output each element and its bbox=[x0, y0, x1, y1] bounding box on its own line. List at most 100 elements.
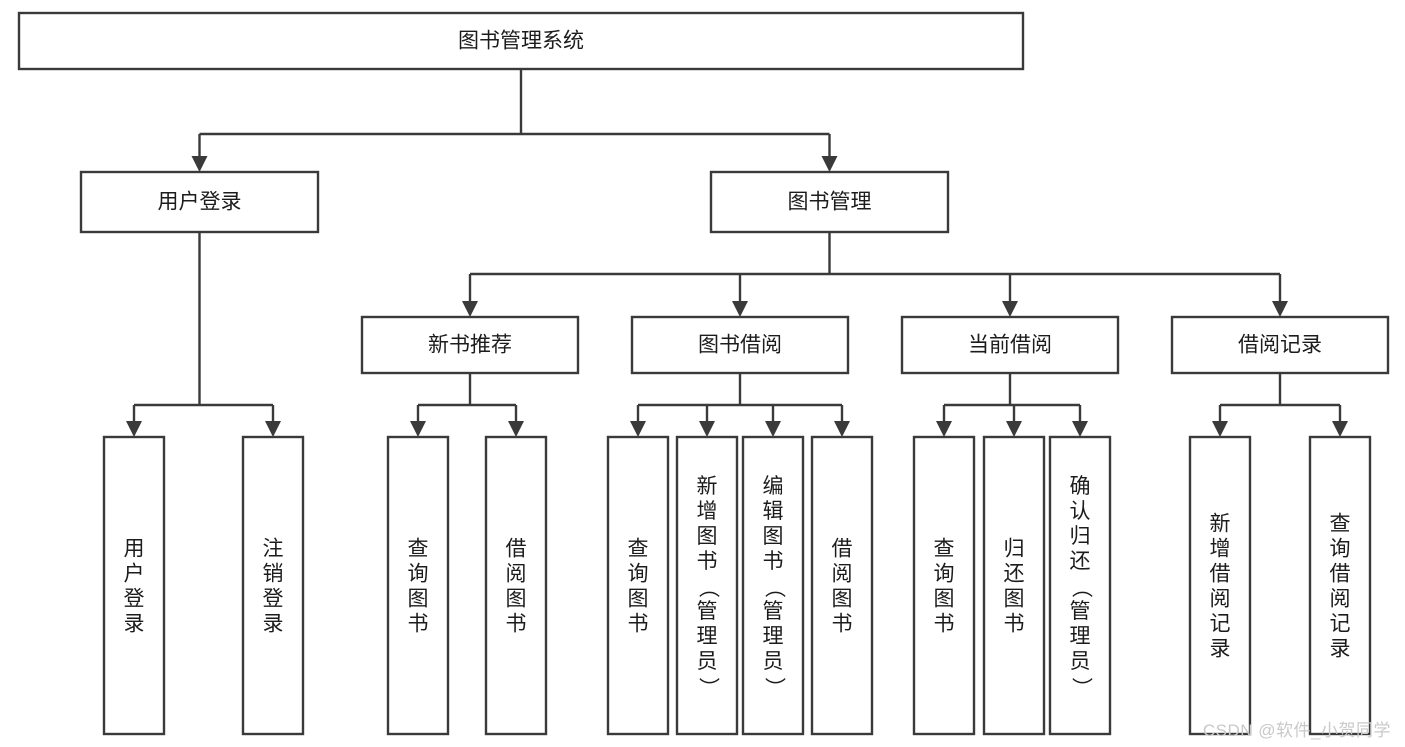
node-label-char: ） bbox=[1069, 677, 1092, 698]
node-box[interactable] bbox=[900, 315, 1120, 375]
node-label-char: 确 bbox=[1070, 475, 1091, 498]
node-user-login[interactable]: 用户登录 bbox=[79, 170, 320, 234]
node-box[interactable] bbox=[709, 170, 950, 234]
node-label-char: 员 bbox=[1070, 650, 1091, 673]
node-label-char: 注 bbox=[263, 538, 284, 561]
node-label-char: 书 bbox=[763, 550, 784, 573]
node-label-char: 借 bbox=[506, 538, 527, 561]
node-box[interactable] bbox=[1048, 435, 1112, 736]
node-label-char: ） bbox=[762, 677, 785, 698]
node-new-book-rec[interactable]: 新书推荐 bbox=[360, 315, 580, 375]
node-label-char: 查 bbox=[1330, 513, 1351, 536]
node-label-char: 录 bbox=[1330, 638, 1351, 661]
node-label-char: 书 bbox=[697, 550, 718, 573]
node-label-char: 书 bbox=[1004, 613, 1025, 636]
node-label-char: 新 bbox=[1210, 513, 1231, 536]
node-label-char: 询 bbox=[934, 563, 955, 586]
node-current-borrow[interactable]: 当前借阅 bbox=[900, 315, 1120, 375]
node-label-char: 录 bbox=[1210, 638, 1231, 661]
node-box[interactable] bbox=[741, 435, 805, 736]
node-label-char: 管 bbox=[697, 600, 718, 623]
node-box[interactable] bbox=[17, 11, 1025, 71]
node-label: 借阅记录 bbox=[1238, 334, 1322, 357]
node-borrow-record[interactable]: 借阅记录 bbox=[1170, 315, 1390, 375]
node-label-char: 阅 bbox=[1330, 588, 1351, 611]
node-book-borrow[interactable]: 图书借阅 bbox=[630, 315, 850, 375]
node-label-char: 增 bbox=[697, 500, 718, 523]
node-label-char: 销 bbox=[263, 563, 284, 586]
node-label-char: 理 bbox=[697, 625, 718, 648]
node-label-char: 阅 bbox=[832, 563, 853, 586]
node-box[interactable] bbox=[810, 435, 874, 736]
node-box[interactable] bbox=[675, 435, 739, 736]
node-box[interactable] bbox=[606, 435, 670, 736]
node-label: 图书管理 bbox=[788, 191, 872, 214]
node-box[interactable] bbox=[102, 435, 166, 736]
arrow-head-icon bbox=[765, 421, 781, 437]
node-box[interactable] bbox=[630, 315, 850, 375]
node-label-char: 书 bbox=[628, 613, 649, 636]
node-label-char: 图 bbox=[832, 588, 853, 611]
node-box[interactable] bbox=[1188, 435, 1252, 736]
node-label-char: 书 bbox=[408, 613, 429, 636]
arrow-head-icon bbox=[126, 421, 142, 437]
node-box[interactable] bbox=[241, 435, 305, 736]
nodes-layer: 图书管理系统用户登录图书管理新书推荐图书借阅当前借阅借阅记录用户登录注销登录查询… bbox=[17, 11, 1390, 736]
node-root[interactable]: 图书管理系统 bbox=[17, 11, 1025, 71]
node-label-char: 记 bbox=[1330, 613, 1351, 636]
node-label-char: 辑 bbox=[763, 500, 784, 523]
node-box[interactable] bbox=[386, 435, 450, 736]
node-label-char: 用 bbox=[124, 538, 145, 561]
node-label-char: 登 bbox=[124, 588, 145, 611]
node-label-char: 询 bbox=[1330, 538, 1351, 561]
arrow-head-icon bbox=[1006, 421, 1022, 437]
node-label-char: 员 bbox=[697, 650, 718, 673]
node-label-char: 认 bbox=[1070, 500, 1091, 523]
node-label-char: 编 bbox=[763, 475, 784, 498]
node-book-manage[interactable]: 图书管理 bbox=[709, 170, 950, 234]
connectors-layer bbox=[126, 69, 1348, 437]
node-box[interactable] bbox=[79, 170, 320, 234]
arrow-head-icon bbox=[1272, 301, 1288, 317]
node-box[interactable] bbox=[1308, 435, 1372, 736]
node-label-char: 借 bbox=[1210, 563, 1231, 586]
node-label-char: 新 bbox=[697, 475, 718, 498]
node-label-char: 借 bbox=[832, 538, 853, 561]
node-label-char: （ bbox=[696, 577, 719, 598]
arrow-head-icon bbox=[1332, 421, 1348, 437]
node-box[interactable] bbox=[360, 315, 580, 375]
arrow-head-icon bbox=[821, 156, 838, 172]
node-box[interactable] bbox=[982, 435, 1046, 736]
node-box[interactable] bbox=[484, 435, 548, 736]
node-label-char: 图 bbox=[697, 525, 718, 548]
node-label-char: 书 bbox=[506, 613, 527, 636]
node-leaf-user-login[interactable]: 用户登录 bbox=[102, 435, 166, 736]
node-box[interactable] bbox=[912, 435, 976, 736]
node-label-char: 图 bbox=[408, 588, 429, 611]
arrow-head-icon bbox=[462, 301, 478, 317]
node-label-char: 还 bbox=[1070, 550, 1091, 573]
node-label-char: 增 bbox=[1210, 538, 1231, 561]
node-label-char: 借 bbox=[1330, 563, 1351, 586]
node-box[interactable] bbox=[1170, 315, 1390, 375]
node-label-char: 户 bbox=[124, 563, 145, 586]
arrow-head-icon bbox=[630, 421, 646, 437]
node-label-char: 查 bbox=[408, 538, 429, 561]
node-label-char: 图 bbox=[1004, 588, 1025, 611]
node-label-char: 阅 bbox=[1210, 588, 1231, 611]
node-label-char: （ bbox=[762, 577, 785, 598]
